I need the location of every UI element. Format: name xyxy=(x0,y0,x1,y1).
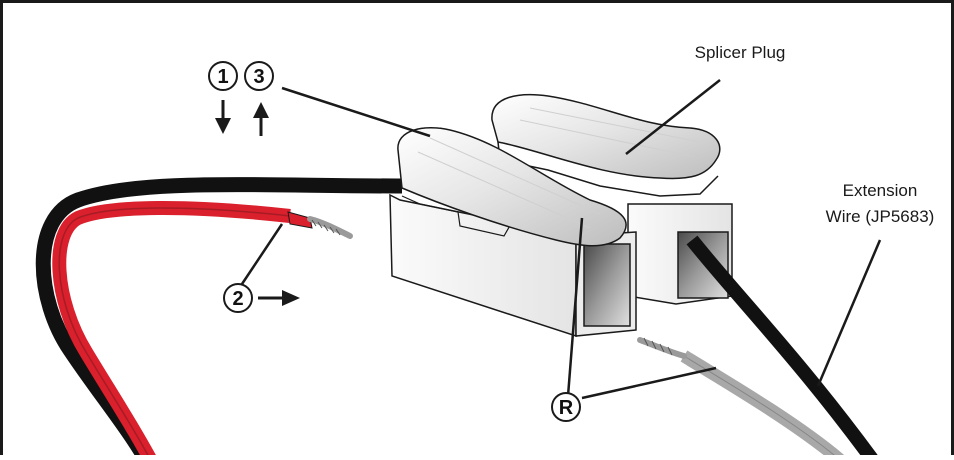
extension-label-line1: Extension xyxy=(843,181,918,200)
step1-number: 1 xyxy=(217,66,228,88)
front-wire-port xyxy=(583,243,631,327)
splicer-plug-back xyxy=(491,93,733,305)
step3-callout: 3 xyxy=(244,61,274,136)
duplex-wire xyxy=(35,177,403,460)
black-wire-strand xyxy=(35,177,403,460)
back-release-tab xyxy=(491,93,721,180)
front-release-tab xyxy=(397,127,627,247)
extension-black-wire xyxy=(686,235,882,460)
red-wire-insulation-end xyxy=(287,211,313,229)
gray-wire xyxy=(637,337,845,460)
bare-strand-twist xyxy=(311,219,341,236)
red-wire-bare-copper xyxy=(307,216,353,239)
leader-step3-tab xyxy=(281,86,431,138)
step2-number: 2 xyxy=(232,288,243,310)
leader-extension-wire xyxy=(816,239,882,387)
splicer-plug-front xyxy=(389,127,637,338)
step2-callout: 2 xyxy=(223,283,300,313)
leader-r-wire xyxy=(581,366,717,400)
extension-label-line2: Wire (JP5683) xyxy=(826,207,935,226)
r-callout: R xyxy=(551,392,581,422)
red-wire xyxy=(52,200,291,460)
leader-r-tab xyxy=(566,217,584,397)
leader-splicer-plug xyxy=(625,79,721,155)
splicer-plug-label: Splicer Plug xyxy=(695,43,786,62)
r-marker: R xyxy=(559,397,574,419)
step3-number: 3 xyxy=(253,66,264,88)
step1-callout: 1 xyxy=(208,61,238,134)
leader-step2-wire xyxy=(240,223,284,285)
red-wire-shade xyxy=(58,207,291,460)
